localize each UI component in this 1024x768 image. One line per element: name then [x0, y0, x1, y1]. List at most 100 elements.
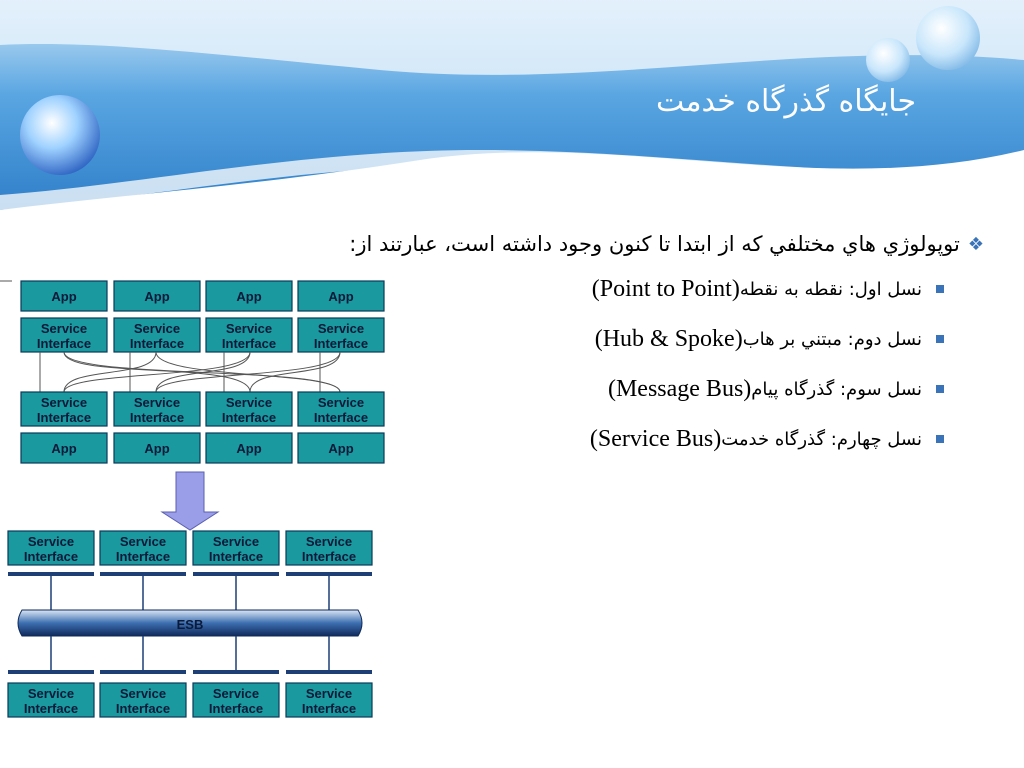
interface-label: Interface	[116, 701, 170, 716]
service-interface-box	[99, 530, 187, 566]
item-latin: (Point to Point)	[591, 275, 740, 302]
app-box	[20, 280, 108, 312]
app-label: App	[144, 289, 169, 304]
item-prefix: نسل دوم: مبتني بر هاب	[742, 328, 922, 350]
interface-label: Interface	[130, 336, 184, 351]
service-interface-box	[20, 391, 108, 427]
bus-connector-bar	[193, 572, 279, 576]
app-label: App	[51, 289, 76, 304]
square-bullet-icon	[936, 285, 944, 293]
esb-bus	[17, 609, 363, 637]
service-interface-box	[99, 682, 187, 718]
service-label: Service	[213, 686, 259, 701]
bus-connector-bar	[8, 670, 94, 674]
list-item: نسل دوم: مبتني بر هاب (Hub & Spoke)	[124, 314, 944, 364]
square-bullet-icon	[936, 385, 944, 393]
app-box	[205, 280, 293, 312]
service-label: Service	[318, 395, 364, 410]
bus-connector-bar	[286, 572, 372, 576]
interface-label: Interface	[209, 549, 263, 564]
down-arrow-icon	[160, 471, 220, 531]
square-bullet-icon	[936, 335, 944, 343]
app-label: App	[51, 441, 76, 456]
service-label: Service	[306, 686, 352, 701]
interface-label: Interface	[302, 701, 356, 716]
item-latin: (Hub & Spoke)	[594, 325, 743, 352]
connection-line	[63, 351, 251, 393]
service-label: Service	[306, 534, 352, 549]
orb-left-icon	[20, 95, 100, 175]
service-label: Service	[28, 534, 74, 549]
app-box	[20, 432, 108, 464]
app-box	[113, 280, 201, 312]
app-label: App	[328, 289, 353, 304]
orb-right-icon	[916, 6, 980, 70]
interface-label: Interface	[24, 701, 78, 716]
item-latin: (Message Bus)	[607, 375, 752, 402]
interface-label: Interface	[130, 410, 184, 425]
bus-connector-bar	[286, 670, 372, 674]
app-box	[205, 432, 293, 464]
app-label: App	[236, 289, 261, 304]
item-prefix: نسل چهارم: گذرگاه خدمت	[721, 428, 922, 450]
orb-small-icon	[866, 38, 910, 82]
service-label: Service	[41, 395, 87, 410]
slide-content: ❖ توپولوژي هاي مختلفي که از ابتدا تا کنو…	[124, 232, 984, 464]
bus-connector-bar	[193, 670, 279, 674]
connection-line	[155, 351, 251, 393]
item-prefix: نسل اول: نقطه به نقطه	[739, 278, 922, 300]
service-label: Service	[226, 395, 272, 410]
service-interface-box	[285, 682, 373, 718]
service-label: Service	[134, 321, 180, 336]
service-interface-box	[113, 317, 201, 353]
square-bullet-icon	[936, 435, 944, 443]
list-item: نسل سوم: گذرگاه پيام (Message Bus)	[124, 364, 944, 414]
interface-label: Interface	[209, 701, 263, 716]
bus-connector-bar	[100, 670, 186, 674]
service-label: Service	[318, 321, 364, 336]
topology-list: نسل اول: نقطه به نقطه (Point to Point) ن…	[124, 264, 984, 464]
item-latin: (Service Bus)	[589, 425, 722, 452]
service-interface-box	[297, 317, 385, 353]
bus-connector-bar	[8, 572, 94, 576]
service-label: Service	[28, 686, 74, 701]
interface-label: Interface	[314, 410, 368, 425]
interface-label: Interface	[37, 336, 91, 351]
intro-text: توپولوژي هاي مختلفي که از ابتدا تا کنون …	[349, 232, 960, 256]
app-label: App	[328, 441, 353, 456]
service-label: Service	[41, 321, 87, 336]
connection-line	[249, 351, 341, 393]
app-box	[297, 280, 385, 312]
item-prefix: نسل سوم: گذرگاه پيام	[751, 378, 922, 400]
app-box	[297, 432, 385, 464]
connection-line	[63, 351, 157, 393]
slide-title: جايگاه گذرگاه خدمت	[655, 84, 916, 119]
bus-connector-bar	[100, 572, 186, 576]
service-label: Service	[120, 686, 166, 701]
service-label: Service	[120, 534, 166, 549]
service-interface-box	[7, 530, 95, 566]
interface-label: Interface	[302, 549, 356, 564]
list-item: نسل اول: نقطه به نقطه (Point to Point)	[124, 264, 944, 314]
app-label: App	[236, 441, 261, 456]
connection-line	[155, 351, 341, 393]
app-label: App	[144, 441, 169, 456]
service-interface-box	[205, 391, 293, 427]
service-interface-box	[297, 391, 385, 427]
service-interface-box	[192, 682, 280, 718]
list-item: نسل چهارم: گذرگاه خدمت (Service Bus)	[124, 414, 944, 464]
interface-label: Interface	[314, 336, 368, 351]
service-label: Service	[134, 395, 180, 410]
interface-label: Interface	[37, 410, 91, 425]
esb-label: ESB	[177, 617, 204, 632]
interface-label: Interface	[24, 549, 78, 564]
service-interface-box	[285, 530, 373, 566]
service-label: Service	[213, 534, 259, 549]
service-interface-box	[192, 530, 280, 566]
interface-label: Interface	[222, 336, 276, 351]
app-box	[113, 432, 201, 464]
interface-label: Interface	[222, 410, 276, 425]
service-interface-box	[113, 391, 201, 427]
service-label: Service	[226, 321, 272, 336]
